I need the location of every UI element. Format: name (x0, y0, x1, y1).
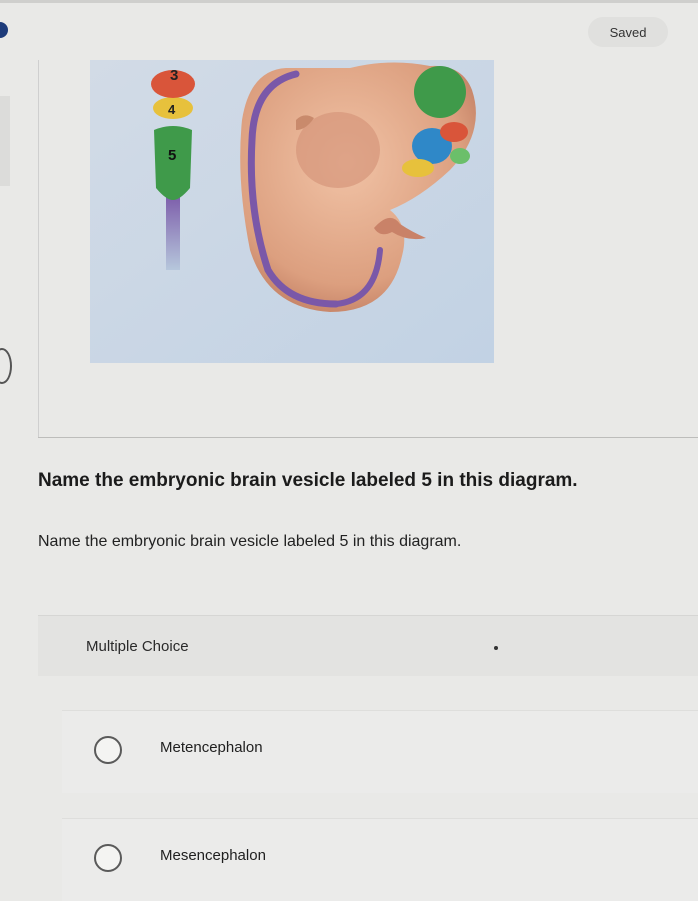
radio-button-1[interactable] (94, 736, 122, 764)
card-bottom-border (38, 437, 698, 438)
spinal-cord-tail (333, 247, 383, 307)
forebrain-vesicle (414, 66, 466, 118)
limb-bud (296, 115, 314, 130)
spinal-cord-curve (247, 70, 340, 308)
label-3: 3 (170, 67, 178, 84)
answer-option-label[interactable]: Metencephalon (160, 739, 263, 756)
answer-option-label[interactable]: Mesencephalon (160, 847, 266, 864)
heart-bulge (296, 112, 380, 188)
vesicle-5 (154, 126, 192, 200)
brain-green-vesicle (450, 148, 470, 164)
top-divider (0, 0, 698, 3)
question-title: Name the embryonic brain vesicle labeled… (38, 470, 578, 491)
embryo-brain-diagram: 3 4 5 (90, 60, 494, 363)
neural-tube-schematic: 3 4 5 (151, 67, 195, 270)
multiple-choice-header: Multiple Choice (38, 615, 698, 676)
sidebar-edge (0, 96, 10, 186)
cursor-dot-icon (494, 646, 498, 650)
saved-status-text: Saved (609, 24, 647, 40)
progress-indicator[interactable] (0, 22, 8, 38)
question-prompt: Name the embryonic brain vesicle labeled… (38, 533, 462, 550)
answer-option-2[interactable]: Mesencephalon (62, 818, 698, 901)
radio-button-2[interactable] (94, 844, 122, 872)
tail-bud (374, 217, 426, 240)
label-5: 5 (168, 147, 176, 164)
vesicle-4 (153, 97, 193, 119)
brain-red-vesicle (440, 122, 468, 142)
label-4: 4 (168, 102, 176, 117)
embryo-illustration (240, 62, 476, 312)
embryo-brain-figure: 3 4 5 (90, 60, 494, 363)
hindbrain-vesicle (402, 159, 434, 177)
multiple-choice-label: Multiple Choice (86, 638, 189, 655)
nav-handle[interactable] (0, 348, 12, 384)
spinal-cord-segment (166, 192, 180, 270)
answer-option-1[interactable]: Metencephalon (62, 710, 698, 793)
card-left-border (38, 60, 39, 438)
saved-status-badge: Saved (588, 17, 668, 47)
vesicle-3 (151, 70, 195, 98)
